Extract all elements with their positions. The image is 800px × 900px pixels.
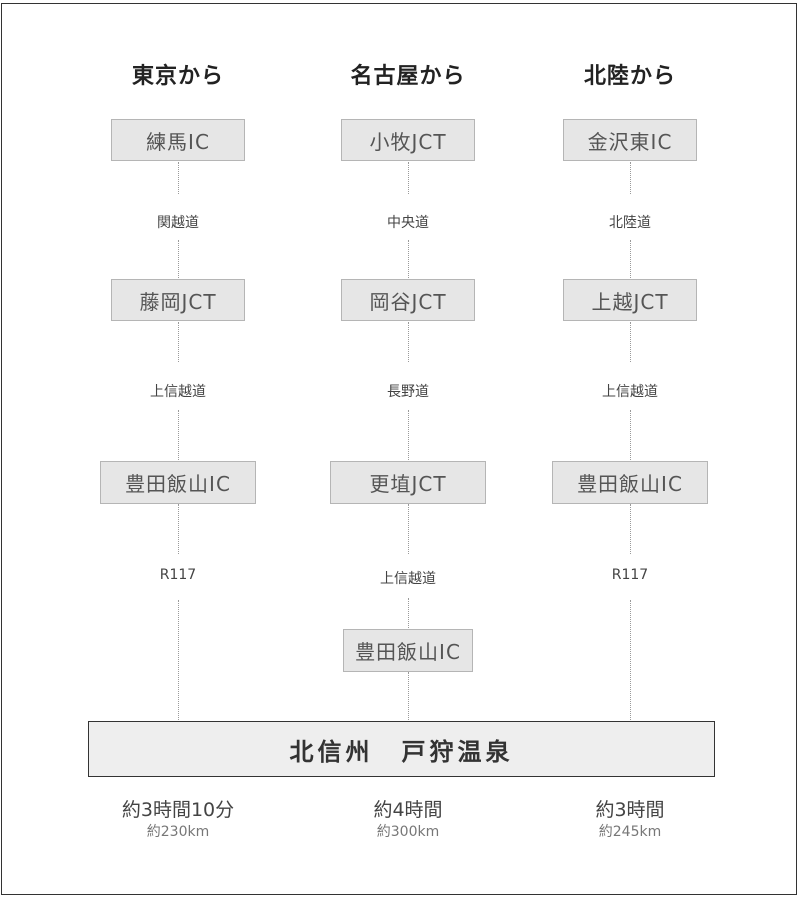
column-title: 東京から xyxy=(131,64,224,89)
column-title: 北陸から xyxy=(583,64,676,89)
route-node: 豊田飯山IC xyxy=(343,629,473,672)
route-line xyxy=(408,240,409,278)
route-line xyxy=(178,240,179,278)
route-line xyxy=(630,240,631,278)
route-node: 岡谷JCT xyxy=(341,279,475,321)
route-line xyxy=(408,162,409,194)
route-line xyxy=(630,162,631,194)
travel-distance: 約245km xyxy=(598,824,662,840)
route-node: 練馬IC xyxy=(111,119,245,161)
travel-distance: 約230km xyxy=(146,824,210,840)
road-label: R117 xyxy=(611,567,649,583)
route-node: 更埴JCT xyxy=(330,461,486,504)
route-line xyxy=(178,600,179,720)
diagram-frame xyxy=(1,3,797,895)
route-line xyxy=(408,322,409,362)
travel-distance: 約300km xyxy=(376,824,440,840)
route-line xyxy=(408,672,409,720)
route-line xyxy=(178,322,179,362)
destination-box: 北信州 戸狩温泉 xyxy=(88,721,715,777)
route-line xyxy=(630,410,631,462)
travel-time: 約3時間10分 xyxy=(121,799,235,821)
route-line xyxy=(408,504,409,554)
column-title: 名古屋から xyxy=(350,64,466,89)
route-line xyxy=(408,598,409,628)
route-line xyxy=(178,504,179,554)
route-node: 小牧JCT xyxy=(341,119,475,161)
route-node: 上越JCT xyxy=(563,279,697,321)
route-node: 藤岡JCT xyxy=(111,279,245,321)
road-label: 上信越道 xyxy=(602,384,658,400)
route-line xyxy=(630,322,631,362)
route-line xyxy=(178,162,179,194)
route-node: 豊田飯山IC xyxy=(100,461,256,504)
route-node: 豊田飯山IC xyxy=(552,461,708,504)
road-label: 北陸道 xyxy=(609,215,651,231)
road-label: 上信越道 xyxy=(150,384,206,400)
route-line xyxy=(630,504,631,554)
road-label: 関越道 xyxy=(157,215,199,231)
route-line xyxy=(408,410,409,462)
road-label: 中央道 xyxy=(387,215,429,231)
travel-time: 約4時間 xyxy=(373,799,443,821)
road-label: 上信越道 xyxy=(380,571,436,587)
route-line xyxy=(630,600,631,720)
travel-time: 約3時間 xyxy=(595,799,665,821)
road-label: 長野道 xyxy=(387,384,429,400)
route-node: 金沢東IC xyxy=(563,119,697,161)
route-line xyxy=(178,410,179,462)
road-label: R117 xyxy=(159,567,197,583)
